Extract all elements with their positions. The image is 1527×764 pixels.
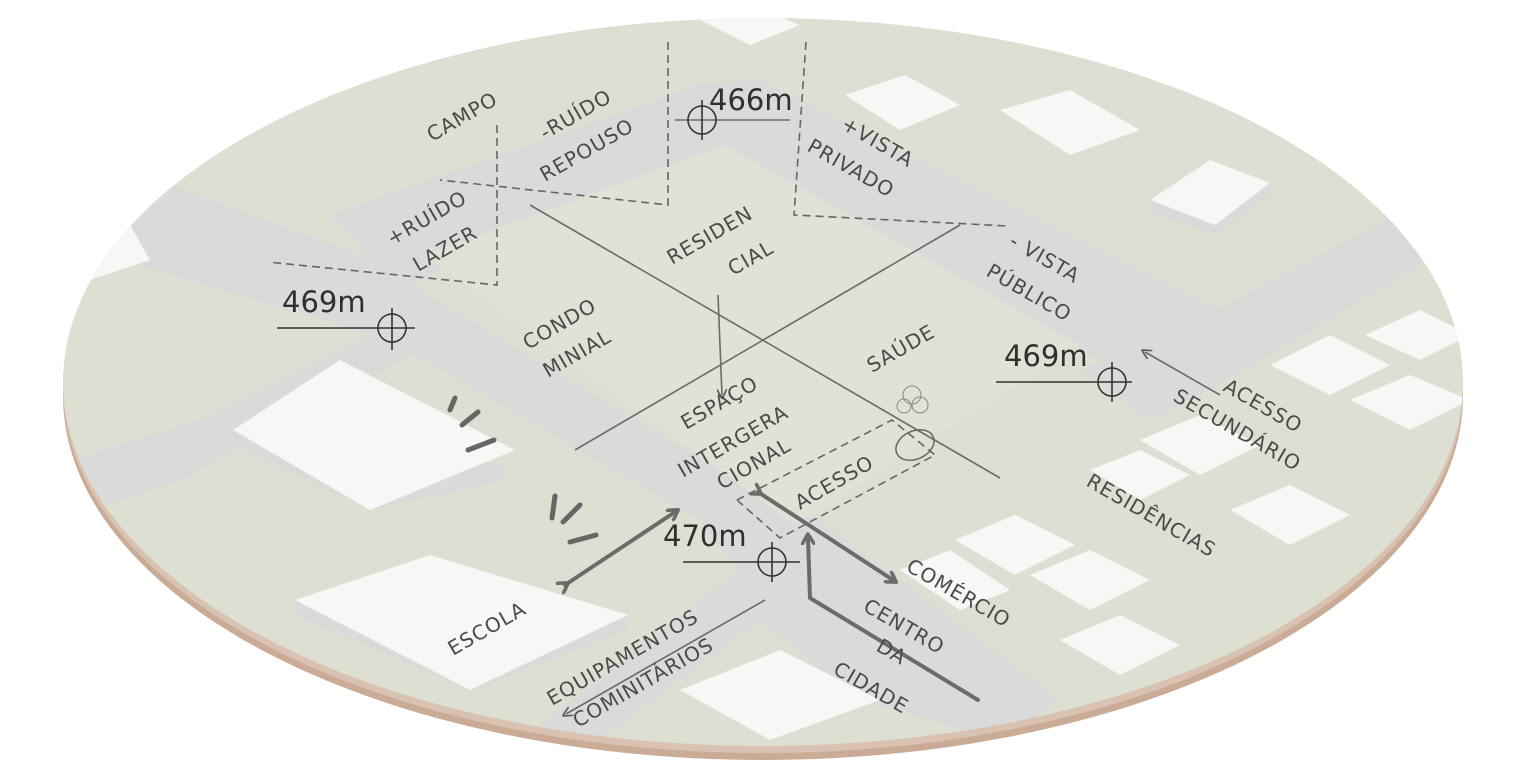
elevation-label-469-east: 469m [1004, 339, 1088, 373]
elevation-label-466: 466m [709, 83, 793, 117]
elevation-label-469-west: 469m [282, 285, 366, 319]
elevation-label-470: 470m [663, 519, 747, 553]
